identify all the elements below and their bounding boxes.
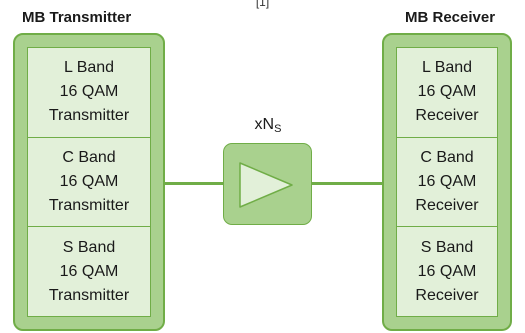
band-role: Receiver (415, 107, 479, 125)
amplifier-count-subscript: S (274, 123, 282, 135)
transmitter-band-l: L Band 16 QAM Transmitter (28, 48, 150, 137)
transmitter-title: MB Transmitter (22, 9, 132, 26)
transmitter-band-c: C Band 16 QAM Transmitter (28, 136, 150, 227)
band-name: L Band (63, 59, 115, 77)
receiver-band-l: L Band 16 QAM Receiver (397, 48, 497, 137)
band-role: Receiver (415, 286, 479, 304)
band-modulation: 16 QAM (59, 83, 119, 101)
band-modulation: 16 QAM (417, 83, 477, 101)
amplifier-count-label: xNS (240, 115, 296, 139)
band-role: Transmitter (48, 197, 130, 214)
receiver-title: MB Receiver (405, 9, 496, 26)
band-name: S Band (420, 238, 474, 256)
band-modulation: 16 QAM (417, 173, 477, 190)
amplifier-count-prefix: xN (254, 116, 275, 133)
band-name: C Band (62, 149, 116, 166)
receiver-band-c: C Band 16 QAM Receiver (397, 136, 497, 227)
link-transmitter-to-amplifier (165, 182, 223, 185)
top-caption: [1] (255, 0, 270, 9)
transmitter-block: L Band 16 QAM Transmitter C Band 16 QAM … (13, 33, 165, 331)
band-name: C Band (420, 149, 474, 166)
receiver-band-s: S Band 16 QAM Receiver (397, 226, 497, 316)
amplifier-block (223, 143, 312, 225)
band-role: Receiver (415, 197, 479, 214)
receiver-band-stack: L Band 16 QAM Receiver C Band 16 QAM Rec… (396, 47, 498, 317)
band-role: Transmitter (48, 286, 130, 304)
amplifier-triangle-icon (239, 162, 293, 208)
band-modulation: 16 QAM (59, 173, 119, 190)
transmitter-band-s: S Band 16 QAM Transmitter (28, 226, 150, 316)
link-amplifier-to-receiver (312, 182, 382, 185)
receiver-block: L Band 16 QAM Receiver C Band 16 QAM Rec… (382, 33, 512, 331)
band-name: L Band (421, 59, 473, 77)
band-name: S Band (62, 238, 116, 256)
band-role: Transmitter (48, 107, 130, 125)
band-modulation: 16 QAM (59, 262, 119, 280)
band-modulation: 16 QAM (417, 262, 477, 280)
transmitter-band-stack: L Band 16 QAM Transmitter C Band 16 QAM … (27, 47, 151, 317)
